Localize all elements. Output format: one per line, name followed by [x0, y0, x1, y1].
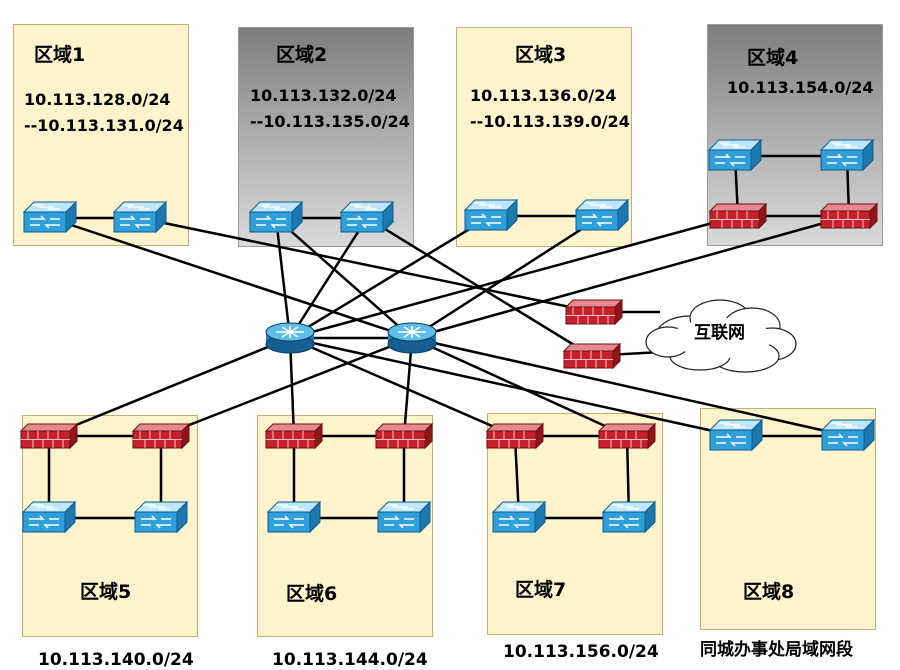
- firewall-icon: [374, 422, 434, 450]
- zone-2-subnet-start: 10.113.132.0/24: [250, 86, 397, 105]
- switch-icon: [820, 418, 876, 452]
- network-link: [160, 336, 413, 438]
- switch-icon: [133, 500, 189, 534]
- internet-firewall-icon: [564, 298, 624, 326]
- zone-8-caption: 同城办事处局域网段: [700, 640, 853, 660]
- zone-7-label: 区域7: [515, 579, 567, 601]
- network-link: [288, 337, 296, 437]
- network-link: [289, 214, 492, 340]
- zone-6-label: 区域6: [286, 583, 338, 605]
- network-link: [411, 214, 603, 340]
- switch-icon: [22, 200, 78, 234]
- firewall-icon: [19, 422, 79, 450]
- switch-icon: [574, 198, 630, 232]
- firewall-icon: [819, 202, 879, 230]
- zone-3-label: 区域3: [515, 44, 567, 66]
- zone-8-label: 区域8: [743, 581, 795, 603]
- core-router-icon: [265, 322, 315, 354]
- network-link: [274, 217, 292, 339]
- zone-5-subnet: 10.113.140.0/24: [38, 650, 194, 670]
- network-link: [411, 336, 849, 438]
- zone-4-subnet: 10.113.154.0/24: [727, 78, 874, 97]
- zone-1-subnet-start: 10.113.128.0/24: [24, 90, 171, 109]
- network-link: [288, 217, 369, 339]
- zone-2-label: 区域2: [276, 44, 328, 66]
- firewall-icon: [485, 422, 545, 450]
- internet-label: 互联网: [694, 323, 745, 343]
- switch-icon: [248, 200, 304, 234]
- zone-6-subnet: 10.113.144.0/24: [272, 650, 428, 670]
- switch-icon: [491, 500, 547, 534]
- zone-3-subnet-end: --10.113.139.0/24: [470, 112, 630, 131]
- internet-cloud: [645, 299, 797, 373]
- switch-icon: [707, 138, 763, 172]
- switch-icon: [266, 500, 322, 534]
- core-router-icon: [387, 322, 437, 354]
- network-link: [275, 217, 413, 339]
- network-link: [48, 336, 291, 438]
- network-link: [402, 337, 414, 437]
- zone-5-label: 区域5: [80, 581, 132, 603]
- network-link: [139, 216, 595, 314]
- switch-icon: [339, 200, 395, 234]
- firewall-icon: [708, 202, 768, 230]
- internet-firewall-icon: [562, 342, 622, 370]
- switch-icon: [708, 418, 764, 452]
- network-link: [49, 216, 413, 340]
- zone-1-label: 区域1: [34, 44, 86, 66]
- network-link: [411, 214, 850, 340]
- network-link: [411, 336, 628, 438]
- zone-7-subnet: 10.113.156.0/24: [503, 642, 659, 662]
- zone-4-label: 区域4: [747, 47, 799, 69]
- firewall-icon: [131, 422, 191, 450]
- switch-icon: [601, 500, 657, 534]
- switch-icon: [21, 500, 77, 534]
- switch-icon: [819, 138, 875, 172]
- zone-1-subnet-end: --10.113.131.0/24: [24, 116, 184, 135]
- firewall-icon: [597, 422, 657, 450]
- switch-icon: [112, 200, 168, 234]
- network-link: [289, 214, 739, 340]
- firewall-icon: [264, 422, 324, 450]
- switch-icon: [463, 198, 519, 232]
- network-link: [289, 336, 516, 438]
- zone-3-subnet-start: 10.113.136.0/24: [470, 86, 617, 105]
- zone-2-subnet-end: --10.113.135.0/24: [250, 112, 410, 131]
- switch-icon: [376, 500, 432, 534]
- network-link: [289, 336, 737, 438]
